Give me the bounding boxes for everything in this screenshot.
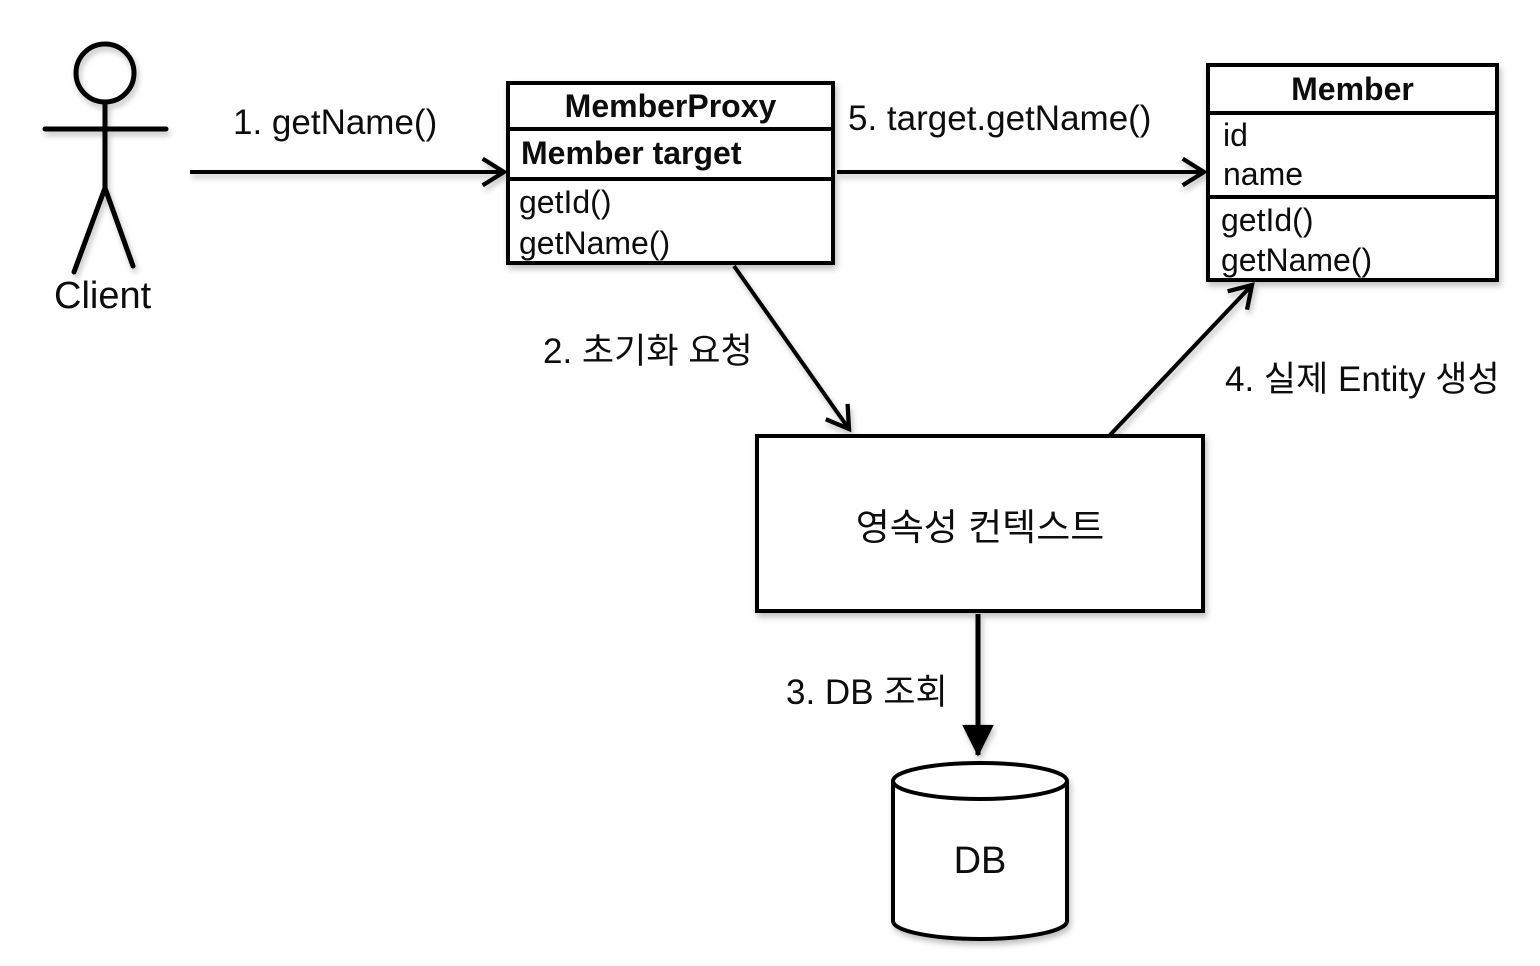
member-attributes: id name <box>1210 115 1495 199</box>
label-step5-target-getname: 5. target.getName() <box>848 99 1152 138</box>
persistence-context-label: 영속성 컨텍스트 <box>855 506 1105 548</box>
arrow-4-create-entity <box>1108 282 1255 437</box>
memberproxy-field-target: Member target <box>510 131 831 181</box>
memberproxy-methods: getId() getName() <box>510 181 831 264</box>
memberproxy-method-getid: getId() <box>519 184 612 220</box>
member-methods: getId() getName() <box>1210 199 1495 280</box>
persistence-context-box: 영속성 컨텍스트 <box>755 434 1205 613</box>
client-actor-icon <box>42 41 169 275</box>
memberproxy-method-getname: getName() <box>519 225 671 261</box>
client-actor-label: Client <box>54 275 152 317</box>
memberproxy-title: MemberProxy <box>510 85 831 131</box>
member-method-getname: getName() <box>1221 242 1373 278</box>
member-method-getid: getId() <box>1221 202 1314 238</box>
database-label: DB <box>953 840 1007 882</box>
member-attr-name: name <box>1223 156 1304 192</box>
database-cylinder-icon <box>891 761 1069 941</box>
label-step3-db-query: 3. DB 조회 <box>786 673 948 712</box>
member-class-box: Member id name getId() getName() <box>1206 63 1499 282</box>
memberproxy-class-box: MemberProxy Member target getId() getNam… <box>506 81 835 265</box>
label-step2-init-request: 2. 초기화 요청 <box>543 332 753 371</box>
member-title: Member <box>1210 67 1495 115</box>
label-step4-create-entity: 4. 실제 Entity 생성 <box>1225 360 1500 399</box>
arrow-2-init-request <box>732 264 852 433</box>
member-attr-id: id <box>1223 117 1248 153</box>
label-step1-getname: 1. getName() <box>233 103 438 142</box>
